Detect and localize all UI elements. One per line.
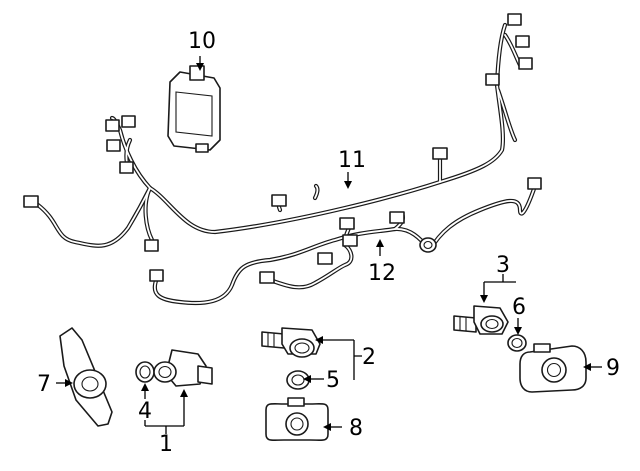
parking-sensor-3 <box>453 305 509 335</box>
parking-sensor-2 <box>261 327 321 358</box>
callout-1: 1 <box>159 432 173 457</box>
harness-connector <box>144 239 159 252</box>
harness-connector <box>389 211 405 224</box>
callout-5: 5 <box>326 368 340 393</box>
callout-11: 11 <box>338 148 366 173</box>
harness-connector <box>432 147 448 160</box>
harness-connector <box>518 57 533 70</box>
wiring-harness-12 <box>149 177 542 306</box>
callout-4: 4 <box>138 399 152 424</box>
sensor-grommet-6 <box>507 334 527 352</box>
harness-connector <box>149 269 164 282</box>
harness-connector <box>105 119 120 132</box>
control-module-10 <box>167 65 221 153</box>
sensor-grommet-5 <box>286 370 310 390</box>
callout-9: 9 <box>606 356 620 381</box>
harness-connector <box>515 35 530 48</box>
harness-connector <box>119 161 134 174</box>
harness-connector <box>121 115 136 128</box>
callout-8: 8 <box>349 416 363 441</box>
harness-connector <box>106 139 121 152</box>
sensor-bracket-7 <box>59 327 113 427</box>
callout-7: 7 <box>37 372 51 397</box>
leader-lines <box>56 56 602 434</box>
callout-6: 6 <box>512 295 526 320</box>
callout-3: 3 <box>496 253 510 278</box>
sensor-bracket-8 <box>265 397 329 442</box>
harness-connector <box>485 73 500 86</box>
callout-10: 10 <box>188 29 216 54</box>
sensor-bracket-9 <box>519 343 587 393</box>
callout-2: 2 <box>362 345 376 370</box>
parking-sensor-1 <box>153 349 213 387</box>
wiring-harness-11 <box>23 13 533 252</box>
sensor-ring-4 <box>135 361 155 383</box>
harness-connector <box>23 195 39 208</box>
harness-connector <box>342 234 358 247</box>
harness-connector <box>339 217 355 230</box>
harness-connector <box>317 252 333 265</box>
callout-labels: 10 11 12 3 6 2 5 8 9 7 4 1 <box>37 29 620 457</box>
callout-12: 12 <box>368 261 396 286</box>
harness-connector <box>507 13 522 26</box>
harness-connector <box>271 194 287 207</box>
harness-connector <box>527 177 542 190</box>
harness-connector <box>259 271 275 284</box>
